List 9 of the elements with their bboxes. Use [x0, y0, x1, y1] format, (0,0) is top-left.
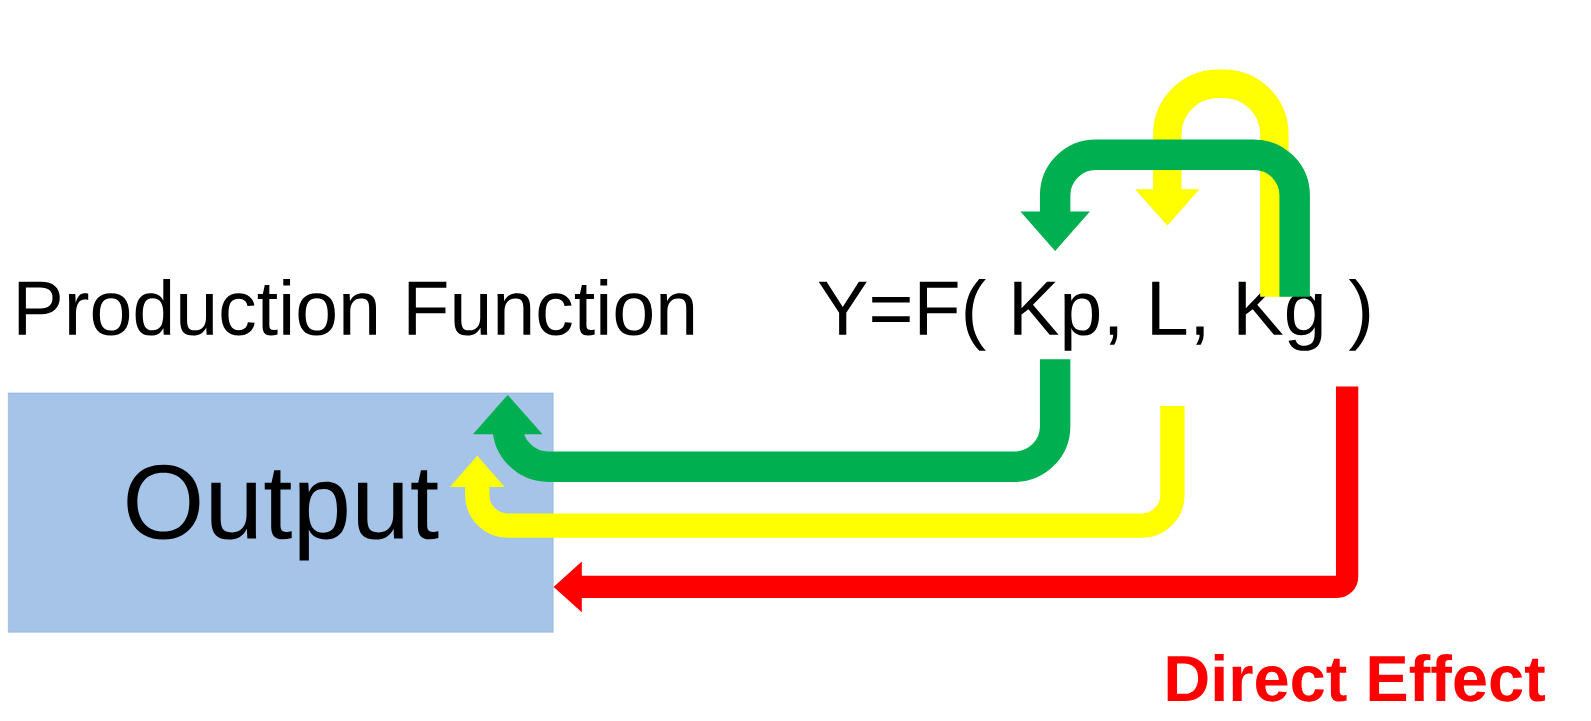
formula-text: Y=F(	[818, 278, 986, 351]
formula-text: ,	[1196, 326, 1204, 345]
block-arrow	[449, 405, 1185, 538]
output-box: Output	[8, 392, 554, 633]
variable-text: Kp	[1014, 281, 1100, 351]
formula-text: )	[1348, 278, 1370, 351]
formula-text: ,	[1109, 326, 1118, 345]
variable-text: L	[1152, 281, 1187, 335]
edge-label: Direct Effect	[1162, 652, 1547, 703]
